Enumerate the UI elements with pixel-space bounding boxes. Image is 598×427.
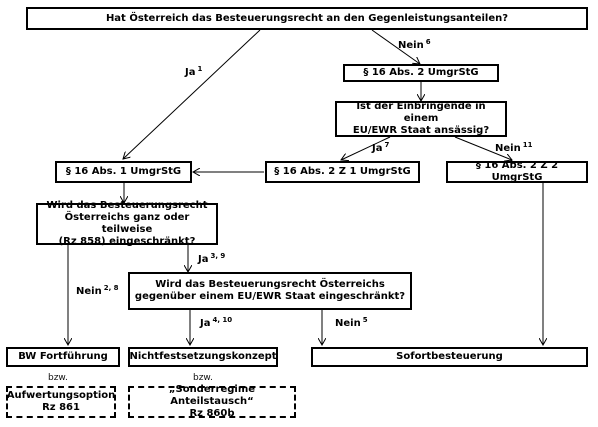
question-restricted-text: Wird das Besteuerungsrecht Österreichs g… (46, 200, 208, 247)
sonderregime-text: „Sonderregime Anteilstausch“ Rz 860b (168, 384, 256, 419)
para16-abs2-z2-text: § 16 Abs. 2 Z 2 UmgrStG (475, 160, 559, 183)
arrow-nein-to-z2 (454, 136, 512, 160)
nichtfestsetzung-text: Nichtfestsetzungskonzept (129, 351, 277, 362)
para16-abs2-box: § 16 Abs. 2 UmgrStG (343, 64, 499, 82)
question-restricted-eu-text: Wird das Besteuerungsrecht Österreichs g… (134, 279, 406, 302)
question-eu-ewr-text: Ist der Einbringende in einem EU/EWR Sta… (352, 101, 490, 136)
question-eu-ewr-box: Ist der Einbringende in einem EU/EWR Sta… (335, 101, 507, 137)
arrow-nein-to-abs2 (371, 29, 420, 64)
question-restricted-box: Wird das Besteuerungsrecht Österreichs g… (36, 200, 218, 247)
para16-abs2-text: § 16 Abs. 2 UmgrStG (363, 67, 479, 78)
question-taxation-right-box: Hat Österreich das Besteuerungsrecht an … (26, 7, 588, 30)
sonderregime-box: „Sonderregime Anteilstausch“ Rz 860b (128, 384, 296, 419)
aufwertungsoption-box: Aufwertungsoption Rz 861 (6, 386, 116, 418)
bzw-note-left: bzw. (48, 373, 68, 383)
para16-abs2-z1-text: § 16 Abs. 2 Z 1 UmgrStG (274, 166, 411, 177)
bw-fortfuehrung-text: BW Fortführung (18, 351, 108, 362)
aufwertungsoption-text: Aufwertungsoption Rz 861 (6, 390, 116, 413)
bzw-note-middle: bzw. (193, 373, 213, 383)
question-taxation-right-text: Hat Österreich das Besteuerungsrecht an … (105, 12, 509, 24)
sofortbesteuerung-box: Sofortbesteuerung (311, 347, 588, 367)
arrow-ja-to-z1 (341, 136, 391, 160)
question-restricted-eu-box: Wird das Besteuerungsrecht Österreichs g… (128, 272, 412, 310)
nichtfestsetzung-box: Nichtfestsetzungskonzept (128, 347, 278, 367)
para16-abs2-z2-box: § 16 Abs. 2 Z 2 UmgrStG (446, 160, 588, 183)
bw-fortfuehrung-box: BW Fortführung (6, 347, 120, 367)
arrow-ja-to-abs1 (123, 29, 261, 159)
sofortbesteuerung-text: Sofortbesteuerung (396, 351, 503, 362)
para16-abs2-z1-box: § 16 Abs. 2 Z 1 UmgrStG (265, 161, 420, 183)
para16-abs1-box: § 16 Abs. 1 UmgrStG (55, 161, 192, 183)
para16-abs1-text: § 16 Abs. 1 UmgrStG (65, 166, 182, 177)
